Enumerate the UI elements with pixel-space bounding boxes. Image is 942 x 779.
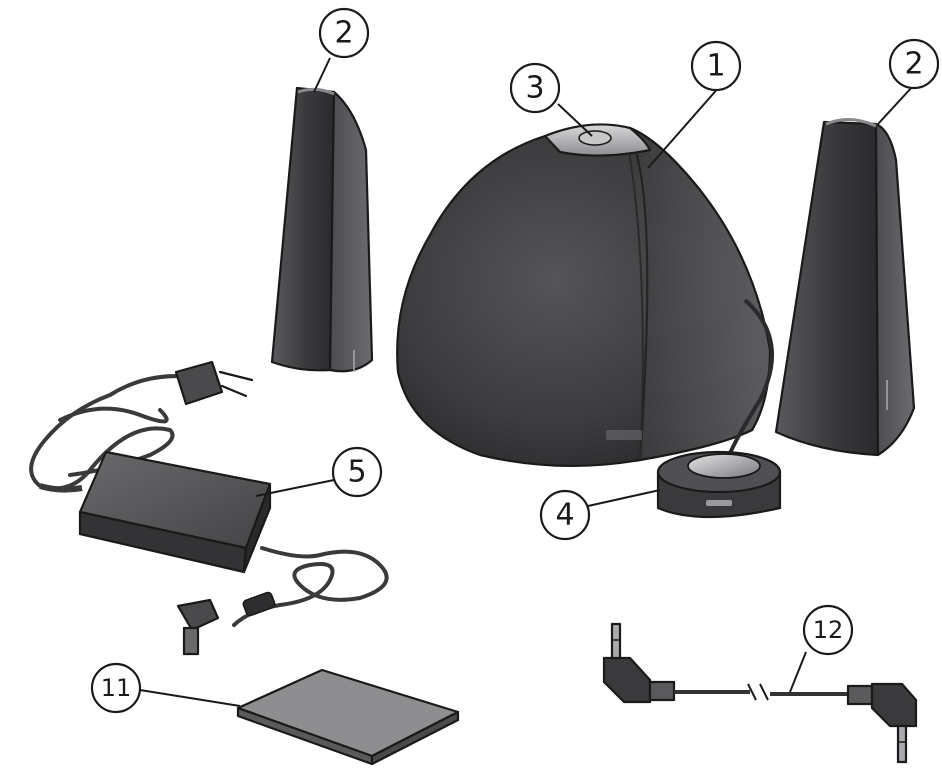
power-plug-icon: [174, 360, 254, 406]
callout-top-button: 3: [509, 62, 561, 114]
leader-left-satellite: [313, 57, 331, 93]
right-satellite-speaker: [774, 118, 916, 457]
adapter-side-face: [242, 482, 272, 574]
leader-audio-cable: [789, 651, 807, 693]
stereo-jack-icon: [602, 622, 676, 704]
left-satellite-side: [270, 86, 336, 372]
callout-power-adapter: 5: [331, 446, 383, 498]
dc-jack-icon: [176, 598, 220, 656]
stereo-jack-icon: [846, 682, 918, 764]
top-button: [578, 130, 612, 146]
leader-user-manual: [139, 689, 241, 707]
wired-remote-controller: [656, 450, 782, 519]
leader-right-satellite: [877, 85, 914, 125]
manual-top: [236, 668, 460, 758]
power-adapter: [29, 360, 389, 656]
leader-top-button: [557, 103, 593, 137]
dc-cord-coil: [232, 546, 389, 627]
callout-main-unit: 1: [690, 40, 742, 92]
left-satellite-face: [328, 90, 374, 373]
right-satellite-face: [874, 122, 916, 457]
svg-text:5: 5: [347, 455, 366, 490]
svg-text:4: 4: [555, 498, 574, 533]
svg-text:12: 12: [813, 616, 844, 644]
controller-cable: [726, 298, 774, 459]
svg-text:3: 3: [525, 71, 544, 106]
callout-user-manual: 11: [90, 662, 142, 714]
stereo-audio-cable: [602, 622, 918, 764]
user-manual-booklet: [236, 668, 460, 766]
leader-power-adapter: [255, 479, 335, 497]
volume-knob: [687, 453, 761, 479]
svg-text:1: 1: [706, 49, 725, 84]
callout-right-satellite: 2: [888, 38, 940, 90]
leader-remote-controller: [587, 489, 661, 507]
svg-text:11: 11: [101, 674, 132, 702]
callout-audio-cable: 12: [802, 604, 854, 656]
callout-remote-controller: 4: [539, 489, 591, 541]
main-subwoofer-unit: [396, 123, 772, 467]
right-satellite-side: [774, 120, 880, 457]
leader-main-unit: [647, 85, 721, 169]
subwoofer-right-face: [623, 126, 772, 462]
svg-text:2: 2: [334, 16, 353, 51]
callout-left-satellite: 2: [318, 7, 370, 59]
ac-cord-coil: [29, 374, 202, 491]
svg-text:2: 2: [904, 47, 923, 82]
left-satellite-speaker: [270, 86, 374, 373]
